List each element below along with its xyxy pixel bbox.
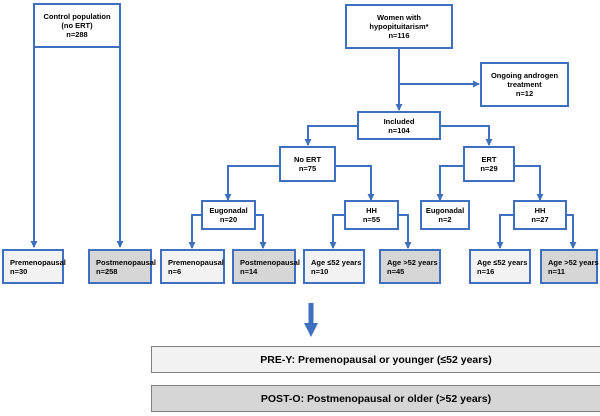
node-line: n=258 — [96, 266, 118, 276]
connector-eugonadal-split — [191, 214, 264, 245]
node-line: n=20 — [219, 215, 238, 224]
connector-included-split — [307, 125, 490, 142]
connector-ert-split — [439, 165, 541, 197]
node-line: n=14 — [240, 266, 258, 276]
connector-no-ert-split — [227, 165, 372, 197]
node-line: HH — [366, 206, 377, 215]
node-line: n=116 — [388, 31, 410, 40]
node-line: Eugonadal — [425, 206, 465, 215]
node-line: ERT — [481, 155, 497, 164]
node-line: Eugonadal — [209, 206, 248, 215]
node-line: Control population — [43, 12, 111, 21]
node-line: n=45 — [387, 266, 405, 276]
legend-pre-y: PRE-Y: Premenopausal or younger (≤52 yea… — [151, 346, 600, 373]
control-population-box: Control population(no ERT)n=288 — [33, 3, 121, 48]
node-line: n=10 — [311, 266, 329, 276]
node-line: n=55 — [362, 215, 381, 224]
node-line: n=11 — [548, 266, 565, 276]
node-line: n=29 — [480, 164, 498, 173]
node-line: n=288 — [66, 30, 88, 39]
node-line: Age >52 years — [387, 257, 438, 267]
connector-hh-ert-split — [499, 214, 574, 245]
node-line: Postmenopausal — [96, 257, 157, 267]
node-line: n=30 — [10, 266, 28, 276]
node-line: Premenopausal — [10, 257, 66, 267]
node-line: HH — [534, 206, 546, 215]
node-line: n=12 — [515, 89, 534, 98]
node-line: n=75 — [298, 164, 317, 173]
node-line: (no ERT) — [61, 21, 93, 30]
node-line: Postmenopausal — [240, 257, 301, 267]
node-line: Included — [383, 116, 415, 126]
node-line: n=104 — [388, 125, 410, 135]
node-line: Age ≤52 years — [311, 257, 362, 267]
node-line: hypopituitarism* — [369, 22, 429, 31]
node-line: Women with — [376, 13, 422, 22]
node-line: n=2 — [438, 215, 452, 224]
node-line: n=27 — [531, 215, 549, 224]
node-line: No ERT — [293, 155, 322, 164]
node-line: n=16 — [477, 266, 495, 276]
connector-hh-split — [332, 214, 409, 245]
node-line: Age ≤52 years — [477, 257, 528, 267]
node-line: Ongoing androgen — [490, 71, 559, 80]
node-line: Age >52 years — [548, 257, 599, 267]
node-line: Premenopausal — [168, 257, 224, 267]
node-line: treatment — [507, 80, 542, 89]
legend-post-o: POST-O: Postmenopausal or older (>52 yea… — [151, 385, 600, 412]
node-line: n=6 — [168, 266, 182, 276]
